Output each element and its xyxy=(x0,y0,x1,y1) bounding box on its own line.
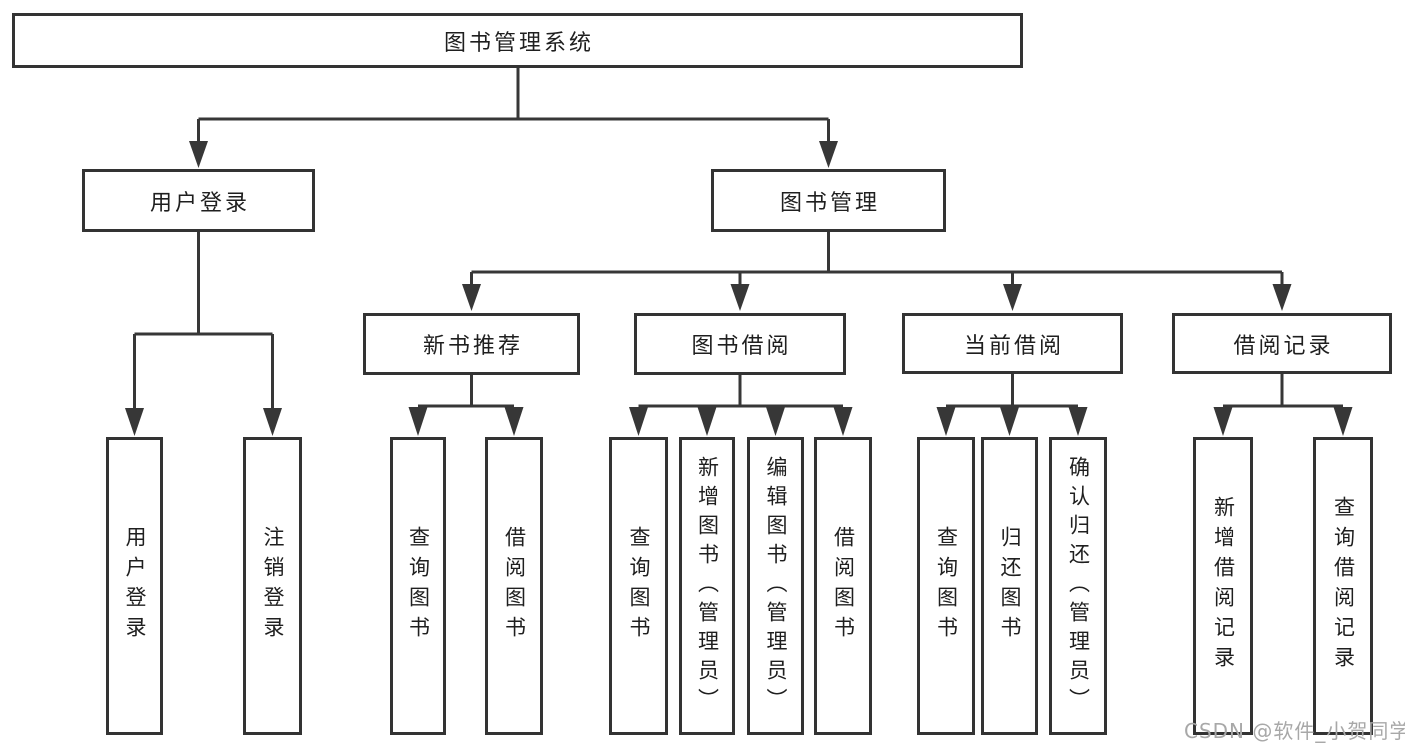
connector-book-borrow xyxy=(629,375,853,436)
leaf-bb-query-books: 查询图书 xyxy=(609,437,668,735)
leaf-br-query-record: 查询借阅记录 xyxy=(1313,437,1373,735)
leaf-cb-return-books: 归还图书 xyxy=(981,437,1038,735)
leaf-nbr-borrow-books: 借阅图书 xyxy=(485,437,543,735)
connector-new-book-rec xyxy=(408,375,524,436)
leaf-cb-query-books: 查询图书 xyxy=(917,437,975,735)
connector-borrow-records xyxy=(1213,374,1353,436)
node-current-borrow: 当前借阅 xyxy=(902,313,1123,374)
connector-user-login xyxy=(125,232,282,436)
node-book-mgmt: 图书管理 xyxy=(711,169,946,232)
connector-root xyxy=(189,68,838,168)
node-book-borrow: 图书借阅 xyxy=(634,313,846,375)
connector-current-borrow xyxy=(936,374,1088,436)
node-borrow-records: 借阅记录 xyxy=(1172,313,1392,374)
leaf-bb-borrow-books: 借阅图书 xyxy=(814,437,872,735)
node-new-book-rec: 新书推荐 xyxy=(363,313,580,375)
node-user-login: 用户登录 xyxy=(82,169,315,232)
connector-book-mgmt xyxy=(462,232,1292,311)
leaf-user-login: 用户登录 xyxy=(106,437,163,735)
watermark: CSDN @软件_小贺同学 xyxy=(1184,719,1405,743)
leaf-logout: 注销登录 xyxy=(243,437,302,735)
leaf-nbr-query-books: 查询图书 xyxy=(390,437,446,735)
leaf-br-add-record: 新增借阅记录 xyxy=(1193,437,1253,735)
leaf-bb-add-books-admin: 新增图书（管理员） xyxy=(679,437,735,735)
leaf-cb-confirm-return-admin: 确认归还（管理员） xyxy=(1049,437,1107,735)
leaf-bb-edit-books-admin: 编辑图书（管理员） xyxy=(747,437,804,735)
node-root: 图书管理系统 xyxy=(12,13,1023,68)
